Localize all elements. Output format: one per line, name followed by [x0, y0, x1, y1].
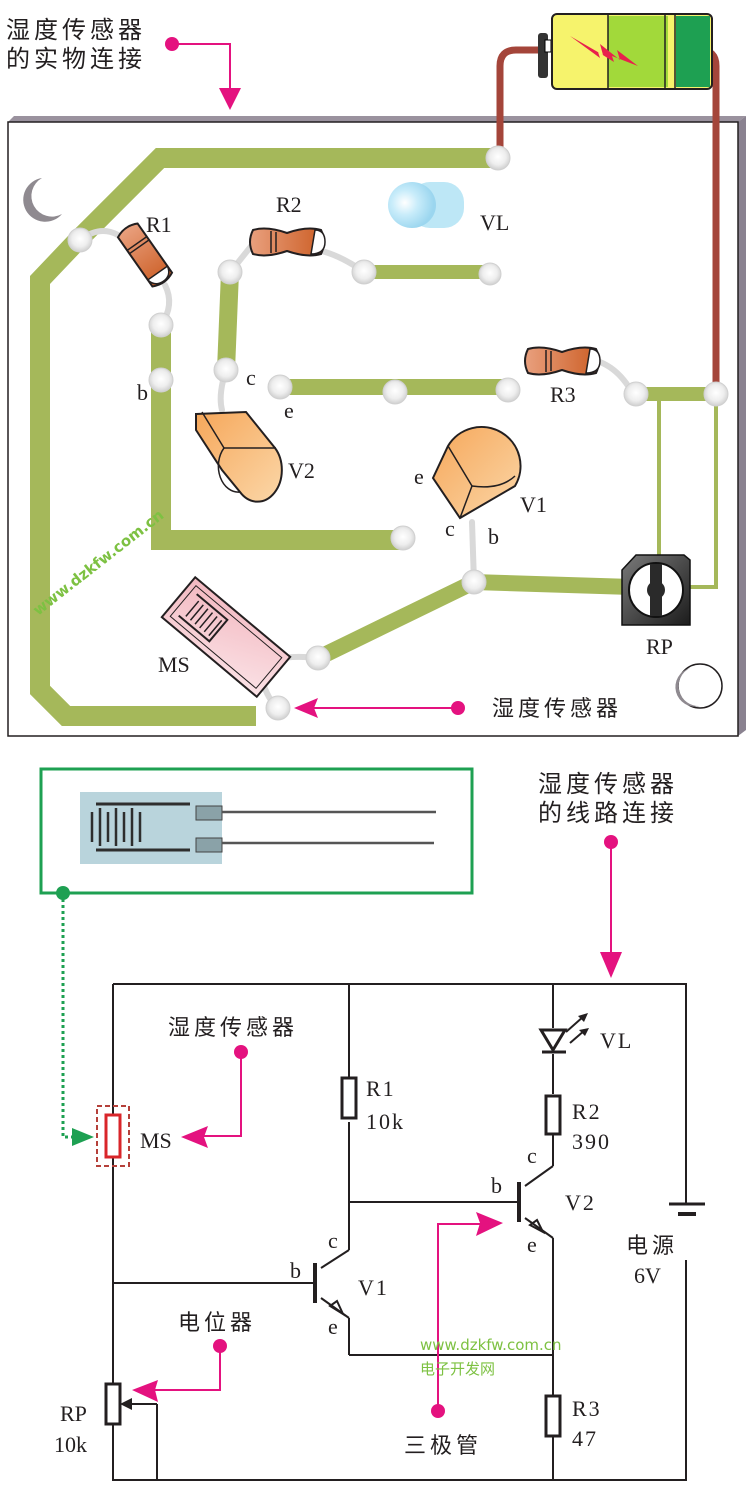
label-power-value: 6V: [634, 1263, 661, 1288]
battery-icon: [538, 13, 713, 90]
pcb-pads: [67, 145, 729, 721]
label-r3-value: 47: [572, 1426, 598, 1451]
pin-v1-c: c: [445, 516, 455, 541]
pin-v2-c-schematic: c: [527, 1143, 537, 1168]
pin-v2-e-schematic: e: [527, 1232, 537, 1257]
watermark-bottom-name: 电子开发网: [420, 1360, 495, 1378]
bottom-title-arrow: [600, 835, 622, 978]
pin-v1-e-schematic: e: [328, 1314, 338, 1339]
label-r2: R2: [276, 192, 302, 217]
top-title-arrow: [165, 37, 241, 110]
schematic-labels: 湿度传感器 电位器 三极管 MS R1 10k R2 390 R3 47 RP …: [54, 1016, 678, 1459]
pcb-led-vl: [388, 182, 464, 228]
pin-v1-e: e: [414, 464, 424, 489]
schematic-humidity-sensor-ms: [96, 1105, 130, 1167]
pcb-transistor-v2: [195, 410, 283, 503]
label-v2: V2: [288, 458, 315, 483]
label-vl-schematic: VL: [600, 1028, 633, 1053]
callout-sensor-label: 湿度传感器: [168, 1016, 298, 1041]
label-r1-name: R1: [366, 1076, 396, 1101]
label-r1: R1: [146, 212, 172, 237]
pin-v2-b-schematic: b: [491, 1173, 502, 1198]
schematic-potentiometer-rp: [104, 1382, 132, 1426]
callout-pot-label: 电位器: [178, 1311, 256, 1336]
schematic-led-vl: [538, 1013, 589, 1054]
pin-v1-b-schematic: b: [290, 1258, 301, 1283]
label-rp: RP: [646, 634, 673, 659]
top-title: 湿度传感器 的实物连接: [6, 16, 146, 73]
label-r3-name: R3: [572, 1396, 602, 1421]
label-r3: R3: [550, 382, 576, 407]
label-power-name: 电源: [626, 1234, 678, 1259]
callout-transistor-label: 三极管: [404, 1434, 482, 1459]
pcb-transistor-v1: [431, 425, 522, 520]
label-v2-schematic: V2: [565, 1190, 596, 1215]
top-title-line1: 湿度传感器: [6, 16, 146, 44]
schematic-transistor-callout: [431, 1212, 503, 1418]
label-rp-value: 10k: [54, 1432, 87, 1457]
label-r2-name: R2: [572, 1099, 602, 1124]
pcb-resistor-r1: [116, 222, 174, 288]
label-r1-value: 10k: [366, 1109, 405, 1134]
pcb-traces: [30, 148, 718, 726]
sensor-photo-icon: [80, 792, 436, 864]
pin-v2-e: e: [284, 398, 294, 423]
label-v1: V1: [520, 492, 547, 517]
pcb-potentiometer-rp: [621, 554, 691, 626]
schematic-resistor-r1: [340, 1076, 358, 1120]
schematic-sensor-callout: [181, 1045, 248, 1148]
photo-link-dotted-arrow: [56, 886, 94, 1146]
label-ms: MS: [158, 652, 190, 677]
top-sensor-callout-label: 湿度传感器: [492, 697, 622, 722]
schematic-resistor-r2: [544, 1094, 562, 1136]
label-v1-schematic: V1: [358, 1275, 389, 1300]
watermark-bottom-url: www.dzkfw.com.cn: [420, 1336, 562, 1354]
label-r2-value: 390: [572, 1129, 611, 1154]
pcb-humidity-sensor-ms: [160, 575, 292, 699]
top-sensor-callout-arrow: [294, 698, 465, 718]
pin-v2-b: b: [137, 380, 148, 405]
schematic-wires: [112, 983, 687, 1481]
top-title-line2: 的实物连接: [6, 45, 146, 73]
pin-v1-b: b: [488, 524, 499, 549]
mounting-hole-icon: [23, 178, 62, 222]
schematic-battery: [666, 984, 706, 1260]
pin-v1-c-schematic: c: [328, 1228, 338, 1253]
label-rp-name: RP: [60, 1401, 87, 1426]
label-ms-schematic: MS: [140, 1128, 172, 1153]
pin-v2-c: c: [246, 365, 256, 390]
bottom-title-line2: 的线路连接: [538, 799, 678, 827]
pcb-labels: R1 R2 VL R3 V2 V1 MS RP b c e e c b: [137, 192, 673, 677]
pcb-resistor-r3: [524, 346, 601, 376]
schematic-pot-callout: [132, 1339, 227, 1402]
schematic-transistor-v1: [313, 1263, 346, 1317]
schematic-transistor-v2: [517, 1182, 546, 1235]
bottom-title-line1: 湿度传感器: [538, 770, 678, 798]
schematic-resistor-r3: [544, 1394, 562, 1438]
label-vl: VL: [480, 210, 509, 235]
pcb-resistor-r2: [249, 227, 326, 257]
mounting-hole-icon: [675, 663, 723, 709]
